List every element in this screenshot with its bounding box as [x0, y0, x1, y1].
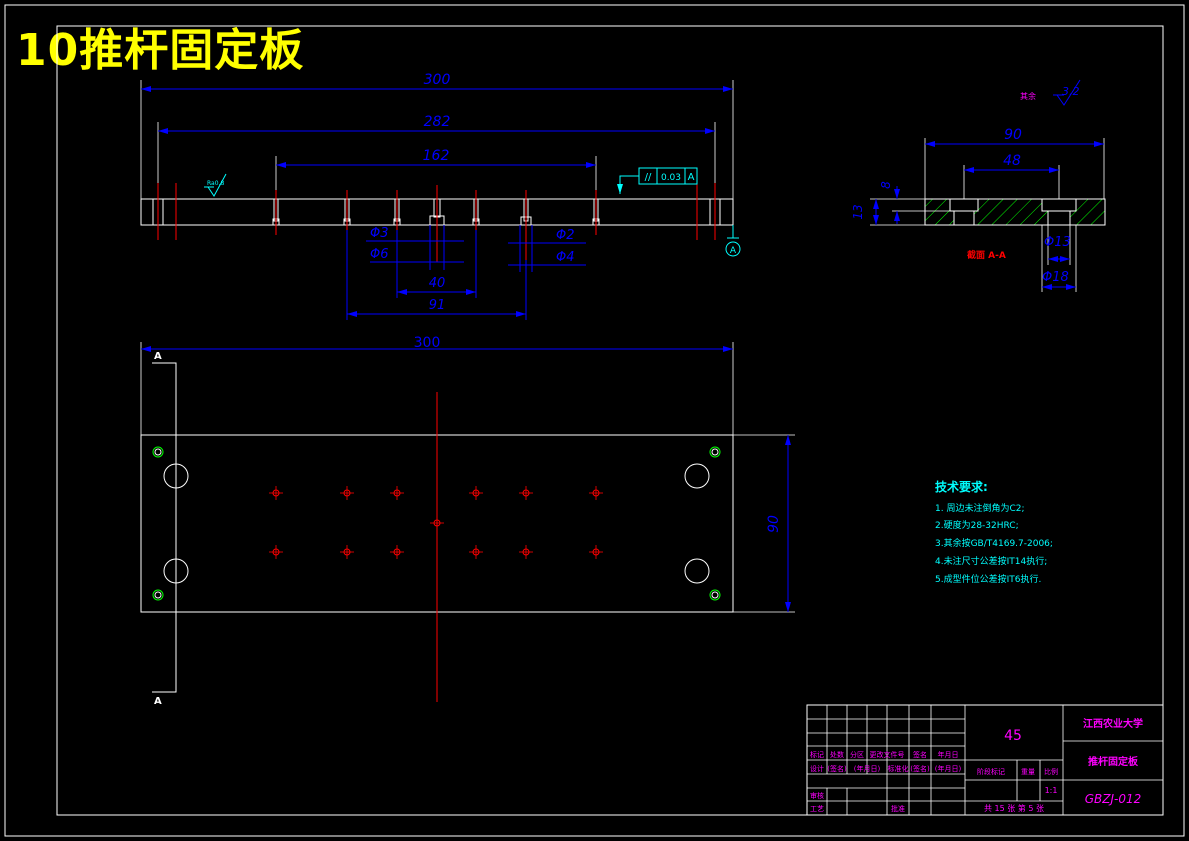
svg-text:签名: 签名: [913, 750, 927, 759]
dim-phi13: Φ13: [1044, 235, 1071, 250]
dim-282: 282: [424, 114, 451, 130]
section-mark-top: A: [154, 351, 162, 362]
svg-text:3.2: 3.2: [1062, 85, 1080, 98]
tolerance-frame: // 0.03 A: [617, 167, 698, 194]
dim-300-plan: 300: [414, 335, 441, 351]
dim-phi6: Φ6: [370, 247, 389, 262]
svg-text:Ra0.8: Ra0.8: [207, 180, 224, 187]
svg-text:A: A: [730, 246, 737, 256]
university-name: 江西农业大学: [1083, 717, 1143, 730]
dim-162: 162: [423, 148, 450, 164]
dim-13: 13: [851, 204, 865, 219]
roughness-symbol-front: Ra0.8: [204, 173, 227, 197]
tech-item-1: 1. 周边未注倒角为C2;: [935, 502, 1025, 514]
svg-text:A: A: [688, 172, 695, 183]
dim-300-front: 300: [424, 72, 451, 88]
dim-48: 48: [1003, 153, 1021, 169]
roughness-symbol-other: 其余 3.2: [1020, 79, 1081, 106]
sheet-count: 共 15 张 第 5 张: [984, 803, 1044, 813]
dim-90-section: 90: [1004, 127, 1022, 143]
svg-text:(签名): (签名): [827, 764, 847, 773]
dim-91: 91: [429, 298, 446, 313]
svg-text:阶段标记: 阶段标记: [977, 767, 1005, 776]
section-mark-bottom: A: [154, 696, 162, 707]
svg-text:标记: 标记: [810, 750, 824, 759]
dim-phi4: Φ4: [556, 250, 575, 265]
dim-phi2: Φ2: [556, 228, 575, 243]
svg-text:重量: 重量: [1021, 768, 1035, 776]
svg-text:(签名): (签名): [910, 764, 930, 773]
dim-90-plan: 90: [766, 515, 782, 533]
svg-text:标准化: 标准化: [888, 764, 909, 773]
pin-holes: [269, 486, 603, 559]
plan-view: 300 90 A A: [140, 335, 795, 707]
dim-40: 40: [429, 276, 446, 291]
tech-item-4: 4.未注尺寸公差按IT14执行;: [935, 555, 1047, 567]
svg-text:其余: 其余: [1020, 91, 1036, 101]
section-view: 90 48 8 13 Φ13 Φ18 截面 A-A 其余 3.2: [851, 79, 1106, 292]
svg-text:0.03: 0.03: [661, 173, 681, 183]
svg-text:更改文件号: 更改文件号: [870, 750, 905, 759]
part-name: 推杆固定板: [1088, 755, 1139, 768]
front-view: 300 282 162 Φ3 Φ6 40 91 Φ2 Φ4 // 0.03 A …: [140, 72, 741, 320]
section-cut-line: [152, 362, 177, 693]
outer-frame: [4, 4, 1185, 837]
svg-text:批准: 批准: [891, 804, 905, 813]
title-block: 45 江西农业大学 推杆固定板 GBZJ-012 1:1 共 15 张 第 5 …: [806, 704, 1164, 816]
svg-text:审核: 审核: [810, 791, 824, 800]
inner-frame: [56, 25, 1164, 816]
tech-item-2: 2.硬度为28-32HRC;: [935, 519, 1019, 531]
tech-title: 技术要求:: [935, 479, 988, 494]
material: 45: [1004, 728, 1022, 744]
svg-text:分区: 分区: [850, 750, 864, 759]
tech-item-3: 3.其余按GB/T4169.7-2006;: [935, 537, 1053, 549]
svg-text://: //: [645, 172, 652, 183]
tech-item-5: 5.成型件位公差按IT6执行.: [935, 573, 1041, 585]
dim-phi3: Φ3: [370, 226, 389, 241]
svg-text:设计: 设计: [810, 764, 824, 773]
svg-text:工艺: 工艺: [810, 805, 824, 813]
drawing-number: GBZJ-012: [1085, 792, 1142, 806]
svg-text:比例: 比例: [1044, 767, 1058, 776]
dim-phi18: Φ18: [1042, 270, 1069, 285]
dim-8: 8: [879, 181, 893, 189]
section-label: 截面 A-A: [967, 249, 1006, 261]
svg-text:年月日: 年月日: [938, 750, 959, 759]
page-title: 10推杆固定板: [16, 25, 305, 76]
tech-requirements: 技术要求: 1. 周边未注倒角为C2; 2.硬度为28-32HRC; 3.其余按…: [935, 479, 1053, 585]
svg-text:(年月日): (年月日): [854, 764, 881, 773]
svg-text:处数: 处数: [830, 750, 844, 759]
svg-text:(年月日): (年月日): [935, 764, 962, 773]
datum-symbol: A: [725, 225, 741, 257]
scale-value: 1:1: [1045, 786, 1058, 795]
